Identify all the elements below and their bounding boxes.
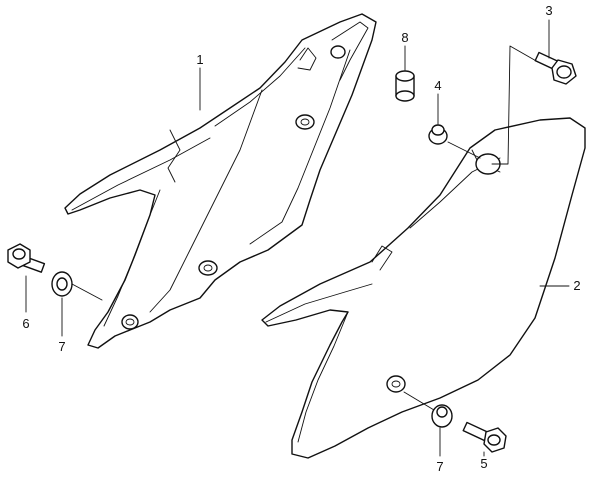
collar-sleeve	[395, 70, 415, 102]
callout-2: 2	[573, 278, 580, 293]
callout-4: 4	[434, 78, 441, 93]
washer-left	[51, 271, 73, 297]
callout-5: 5	[480, 456, 487, 471]
washer-right	[431, 404, 453, 428]
callout-1: 1	[196, 52, 203, 67]
grommet-nut	[428, 124, 448, 145]
side-cover-right	[261, 117, 586, 459]
callout-8: 8	[401, 30, 408, 45]
side-cover-left	[64, 13, 377, 349]
callout-6: 6	[22, 316, 29, 331]
bolt-lower-left	[7, 243, 46, 273]
callout-7-right: 7	[436, 459, 443, 474]
callout-7-left: 7	[58, 339, 65, 354]
callout-3: 3	[545, 3, 552, 18]
bolt-lower-right	[462, 421, 507, 453]
bolt-upper-right	[534, 51, 577, 85]
leader-lines	[25, 19, 570, 457]
